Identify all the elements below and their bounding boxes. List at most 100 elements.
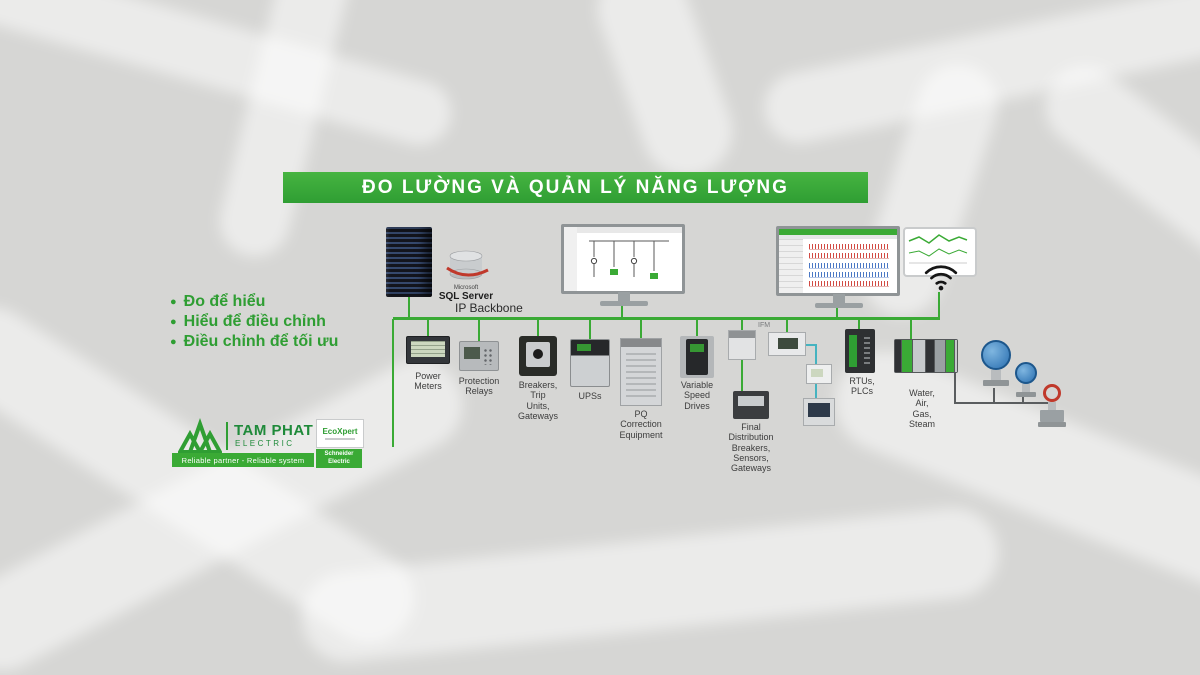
monitor-base <box>815 303 863 308</box>
connector <box>640 320 642 339</box>
meter-stem <box>1022 384 1030 392</box>
wifi-icon <box>922 262 960 292</box>
valve-body <box>1040 410 1064 422</box>
screen-toolbar <box>779 235 897 239</box>
screen-header <box>779 229 897 235</box>
sensor-lcd <box>811 369 823 377</box>
rtus-plcs-label: RTUs, PLCs <box>849 376 875 397</box>
waveform-red <box>809 244 889 250</box>
relay-screen <box>464 347 480 359</box>
ifm-tag: IFM <box>758 322 771 329</box>
gateway-screen <box>808 403 830 417</box>
utilities-label: Water, Air, Gas, Steam <box>908 388 935 430</box>
title-banner: ĐO LƯỜNG VÀ QUẢN LÝ NĂNG LƯỢNG <box>283 172 868 203</box>
protection-relays-label: Protection Relays <box>458 376 500 397</box>
brush-stroke <box>1029 49 1200 311</box>
connector <box>589 320 591 340</box>
plc-module <box>895 340 901 372</box>
ups-label: UPSs <box>578 391 602 401</box>
bullet-text: Đo để hiểu <box>183 293 266 310</box>
ifm-terminal <box>729 331 755 338</box>
monitor-base <box>600 301 648 306</box>
plc-module <box>913 340 925 372</box>
waveform-blue <box>809 272 889 278</box>
scada-screen <box>561 224 685 294</box>
ifm-module <box>728 330 756 360</box>
ups-screen <box>577 344 591 351</box>
connector <box>910 320 912 339</box>
ecoxpert-label: EcoXpert <box>322 427 358 436</box>
pipe-line <box>1022 396 1024 404</box>
connector <box>786 320 788 333</box>
valve-flange <box>1038 422 1066 427</box>
ecoxpert-badge: EcoXpert <box>316 419 364 448</box>
meter-flange <box>1016 392 1036 397</box>
bullet-item: Đo để hiểu <box>170 292 338 312</box>
pq-correction-label: PQ Correction Equipment <box>619 409 663 440</box>
connector <box>741 360 743 391</box>
relay-buttons <box>483 348 494 365</box>
valve-device <box>1038 384 1066 428</box>
breakers-label: Breakers, Trip Units, Gateways <box>517 380 559 422</box>
monitor-stand <box>618 292 630 301</box>
plc-module <box>946 340 954 372</box>
schneider-line1: Schneider <box>324 451 354 458</box>
gateway-display <box>803 398 835 426</box>
bullet-item: Điều chỉnh để tối ưu <box>170 332 339 352</box>
bullet-item: Hiểu để điều chỉnh <box>170 312 338 332</box>
plc-rack <box>894 339 958 373</box>
pipe-line <box>993 388 995 404</box>
connector <box>408 297 410 317</box>
database-icon <box>446 250 489 280</box>
meter-flange <box>983 380 1009 386</box>
plc-module <box>902 340 912 372</box>
connector <box>836 308 838 317</box>
rtu-board <box>849 335 857 367</box>
company-name: TAM PHAT <box>234 422 314 439</box>
sql-server-logo: Microsoft SQL Server <box>436 250 496 302</box>
meter-stem <box>991 370 1001 380</box>
company-tagline: Reliable partner - Reliable system <box>172 453 314 467</box>
valve-stem <box>1048 402 1056 410</box>
sql-brand-text: Microsoft <box>453 285 479 291</box>
page-title: ĐO LƯỜNG VÀ QUẢN LÝ NĂNG LƯỢNG <box>362 176 789 198</box>
vsd-device <box>680 336 714 378</box>
monitor-stand <box>833 294 845 303</box>
valve-handwheel <box>1043 384 1061 402</box>
breaker-device <box>519 336 557 376</box>
vsd-screen <box>690 344 704 352</box>
connector <box>741 320 743 331</box>
schneider-electric-logo: Schneider Electric <box>316 449 362 468</box>
trends-screen <box>776 226 900 296</box>
pq-correction-device <box>620 338 662 406</box>
sql-server-label: SQL Server <box>438 291 494 302</box>
flow-meter-dial <box>981 340 1011 370</box>
vsd-label: Variable Speed Drives <box>680 380 714 411</box>
flow-meter-small <box>1012 362 1040 402</box>
brush-stroke <box>297 503 1003 667</box>
waveform-blue <box>809 263 889 269</box>
sensor-module <box>806 364 832 384</box>
plc-module <box>935 340 945 372</box>
final-distribution-device <box>733 391 769 419</box>
plc-module <box>955 340 957 372</box>
meter-lcd <box>778 338 798 349</box>
power-meters-label: Power Meters <box>414 371 442 392</box>
ups-device <box>570 339 610 387</box>
mobile-tablet <box>903 227 977 277</box>
flow-meter-dial <box>1015 362 1037 384</box>
connector <box>806 344 817 346</box>
server-rack <box>386 227 432 297</box>
logo-divider <box>226 422 228 450</box>
bullet-text: Hiểu để điều chỉnh <box>183 313 326 330</box>
waveform-red <box>809 253 889 259</box>
bracket-line <box>392 319 394 447</box>
cabinet-vents <box>626 353 656 399</box>
connector <box>938 292 940 317</box>
brush-stroke <box>0 0 459 153</box>
power-meter-device <box>406 336 450 364</box>
protection-relay-device <box>459 341 499 371</box>
cabinet-strip <box>621 339 661 347</box>
badge-underline <box>325 438 355 440</box>
